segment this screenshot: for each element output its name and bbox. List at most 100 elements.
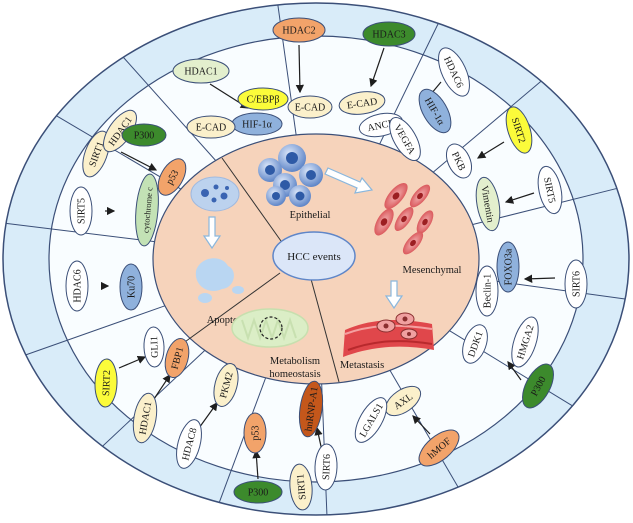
- node-shape: [475, 176, 501, 232]
- node-ecad-a: E-CAD: [186, 115, 236, 139]
- node-label: Beclin-1: [483, 274, 494, 308]
- mesenchymal-cells-illustration: [374, 182, 434, 255]
- node-shape: [389, 117, 421, 161]
- node-shape: [496, 241, 520, 293]
- metastasis-label: Metastasis: [340, 360, 384, 371]
- node-shape: [564, 259, 588, 309]
- node-label: E-CAD: [196, 123, 227, 134]
- node-shape: [176, 419, 202, 469]
- node-label: P300: [134, 131, 155, 142]
- node-shape: [462, 324, 488, 364]
- node-pkb: PKB: [445, 143, 473, 179]
- node-shape: [157, 158, 187, 196]
- node-shape: [511, 316, 539, 368]
- arrow-sirt6-to-foxo3a: [523, 274, 556, 283]
- node-shape: [132, 392, 158, 444]
- regulation-arrows: [100, 44, 556, 480]
- sector-divider: [122, 56, 217, 161]
- node-hdac3: HDAC3: [362, 21, 416, 47]
- node-ku70: Ku70: [119, 263, 143, 311]
- sector-divider: [218, 377, 267, 503]
- apoptosis-illustration: [190, 176, 244, 303]
- node-label: GLI1: [149, 336, 161, 358]
- node-ecad-c: E-CAD: [338, 91, 386, 115]
- node-shape: [298, 380, 324, 438]
- node-sirt5-b: SIRT5: [69, 186, 93, 236]
- sector-divider: [25, 305, 166, 356]
- node-label: FOXO3a: [504, 248, 515, 285]
- node-hif1a-b: HIF-1α: [418, 88, 452, 134]
- metastasis-transition-arrow: [384, 280, 404, 310]
- node-label: SIRT6: [572, 271, 583, 297]
- node-p300-b: P300: [233, 480, 283, 504]
- node-ecad-b: E-CAD: [287, 95, 333, 119]
- arrow-sirt1-to-p53: [120, 151, 158, 171]
- core-divider-lower-left: [170, 272, 281, 353]
- node-shape: [418, 88, 452, 134]
- node-p53-b: p53: [243, 412, 267, 454]
- node-shape: [65, 260, 89, 312]
- node-shape: [338, 91, 386, 115]
- node-cytc: cytochrome c: [135, 173, 159, 247]
- node-label: SIRT1: [295, 473, 308, 500]
- center-label: HCC events: [287, 251, 340, 263]
- node-shape: [272, 17, 326, 43]
- metabolism-label-line1: Metabolism: [270, 356, 320, 367]
- node-label: p53: [251, 426, 262, 441]
- node-shape: [82, 130, 110, 178]
- node-gli1: GLI1: [143, 326, 165, 368]
- node-label: E-CAD: [346, 96, 378, 111]
- node-label: C/EBPβ: [247, 95, 280, 106]
- node-shape: [384, 385, 422, 417]
- node-label: HDAC3: [372, 30, 405, 41]
- node-shape: [164, 337, 190, 379]
- node-label: SIRT6: [321, 454, 333, 480]
- metabolism-label-line2: homeostasis: [269, 369, 320, 380]
- core-divider-upper-left: [221, 157, 282, 242]
- apoptosis-label: Apoptosis: [207, 315, 250, 326]
- node-shape: [475, 265, 499, 317]
- node-sirt2-a: SIRT2: [505, 106, 533, 154]
- node-shape: [537, 165, 563, 215]
- node-shape: [522, 363, 554, 409]
- arrow-sirt2-to-pkb: [476, 141, 505, 159]
- metastasis-illustration: [343, 312, 434, 357]
- node-ddk1: DDK1: [462, 324, 488, 364]
- node-shape: [69, 186, 93, 236]
- node-label: HDAC6: [73, 269, 84, 302]
- node-label: HDAC2: [282, 26, 315, 37]
- node-hdac6-a: HDAC6: [438, 47, 470, 97]
- node-sirt6-a: SIRT6: [564, 259, 588, 309]
- arrow-p300-to-p53: [252, 449, 261, 480]
- arrow-sirt5-to-vimentin: [504, 192, 535, 204]
- core-divider-lower-right: [310, 278, 340, 383]
- mesenchymal-label: Mesenchymal: [403, 265, 462, 276]
- node-hdac1-a: HDAC1: [172, 58, 230, 84]
- regulator-nodes: HDAC1C/EBPβHIF-1αE-CADHDAC2E-CADHDAC3E-C…: [65, 17, 588, 511]
- node-p300-a: P300: [522, 363, 554, 409]
- arrow-p300-to-hmga2: [507, 361, 522, 381]
- node-hif1a-a: HIF-1α: [231, 112, 283, 136]
- node-hdac2: HDAC2: [272, 17, 326, 43]
- node-shape: [314, 443, 338, 491]
- node-p300-c: P300: [121, 123, 167, 147]
- node-label: SIRT2: [101, 370, 113, 396]
- arrow-hdac2-to-ecad: [295, 44, 305, 94]
- node-hmga2: HMGA2: [511, 316, 539, 368]
- node-shape: [243, 412, 267, 454]
- node-label: HDAC1: [184, 67, 217, 78]
- arrow-hdac1-to-fbp1: [151, 374, 171, 403]
- node-label: E-CAD: [295, 103, 326, 114]
- arrow-hdac3-to-ecad: [369, 47, 385, 88]
- node-sirt1-a: SIRT1: [82, 130, 110, 178]
- node-shape: [438, 47, 470, 97]
- node-label: P300: [248, 488, 269, 499]
- node-shape: [186, 115, 236, 139]
- node-sirt5-a: SIRT5: [537, 165, 563, 215]
- node-shape: [172, 58, 230, 84]
- node-label: SIRT5: [541, 176, 557, 204]
- node-hdac6-b: HDAC6: [65, 260, 89, 312]
- node-shape: [362, 21, 416, 47]
